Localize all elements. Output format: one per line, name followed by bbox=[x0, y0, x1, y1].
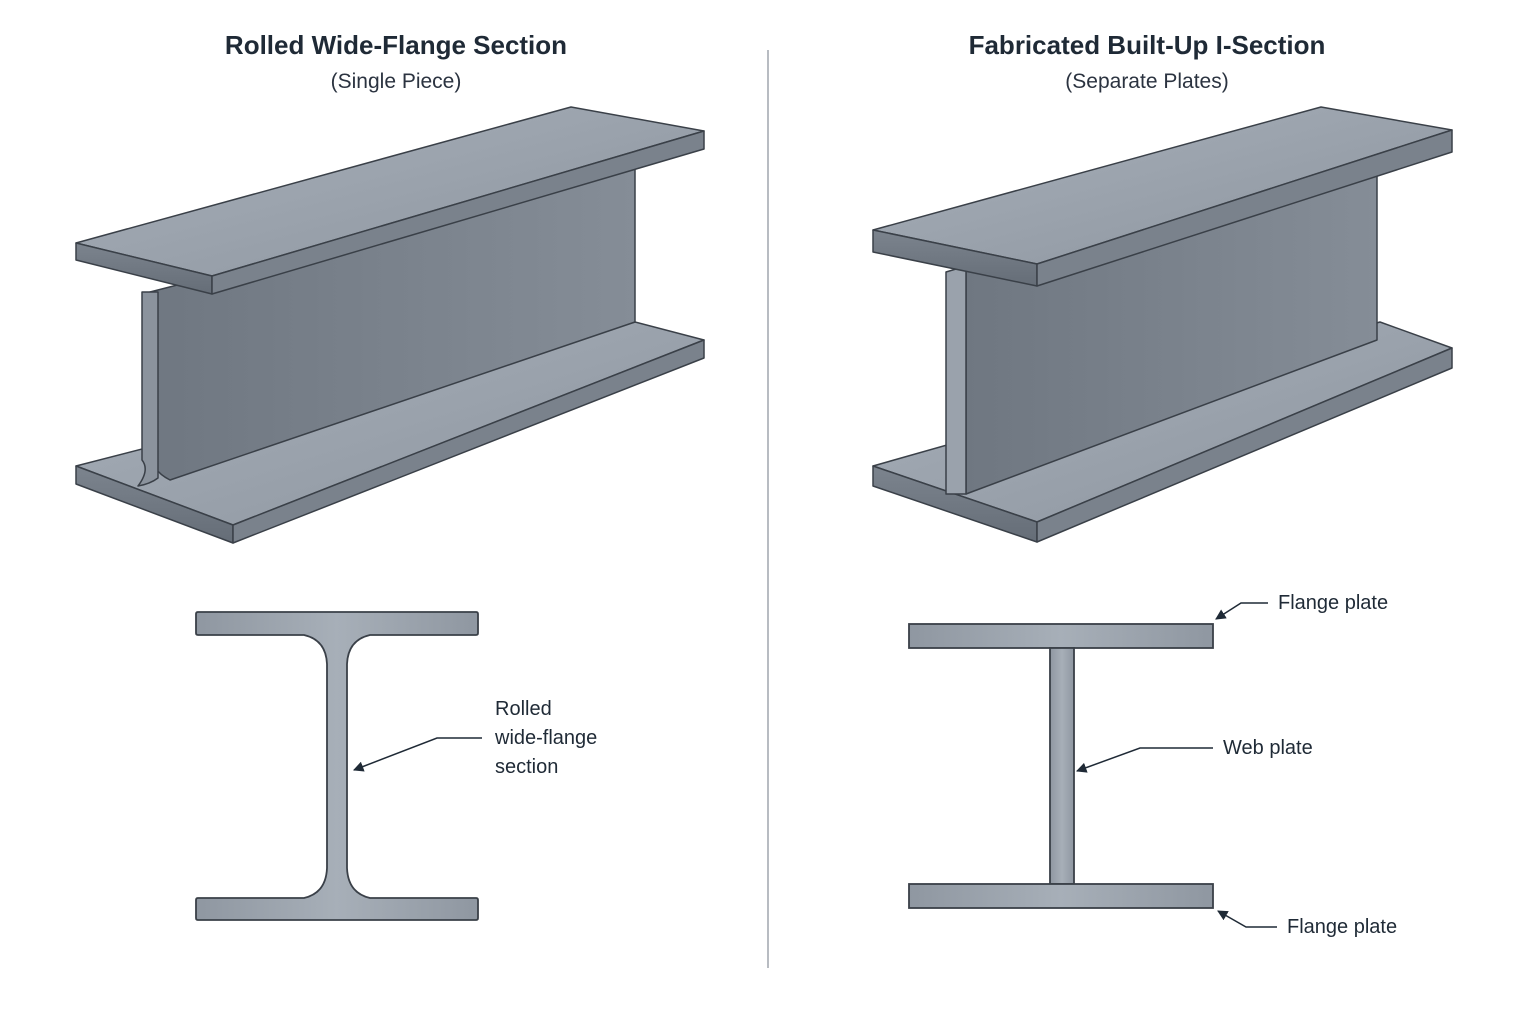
rolled-beam-3d bbox=[75, 106, 705, 544]
leader-web bbox=[1076, 747, 1213, 773]
leader-bottom-flange bbox=[1217, 910, 1277, 928]
builtup-web-front bbox=[945, 265, 967, 495]
left-panel-subtitle: (Single Piece) bbox=[330, 70, 462, 93]
callout-top-flange-plate: Flange plate bbox=[1278, 592, 1389, 614]
callout-rolled-line-3: section bbox=[495, 756, 559, 778]
right-panel-subtitle: (Separate Plates) bbox=[1065, 70, 1229, 93]
right-panel-title: Fabricated Built-Up I-Section bbox=[968, 30, 1326, 60]
left-panel-title: Rolled Wide-Flange Section bbox=[224, 30, 568, 60]
callout-rolled-section: Rolled wide-flange section bbox=[495, 695, 597, 782]
builtup-cross-section bbox=[908, 623, 1214, 909]
web-plate bbox=[1049, 647, 1075, 885]
leader-top-flange bbox=[1215, 602, 1268, 620]
callout-bottom-flange-plate: Flange plate bbox=[1287, 916, 1398, 938]
callout-rolled-line-2: wide-flange bbox=[495, 727, 598, 749]
top-flange-plate bbox=[908, 623, 1214, 649]
callout-rolled-line-1: Rolled bbox=[495, 698, 552, 720]
rolled-cross-section bbox=[195, 611, 479, 921]
leader-rolled bbox=[353, 737, 482, 772]
builtup-beam-3d bbox=[872, 106, 1453, 543]
callout-web-plate: Web plate bbox=[1223, 737, 1313, 759]
bottom-flange-plate bbox=[908, 883, 1214, 909]
